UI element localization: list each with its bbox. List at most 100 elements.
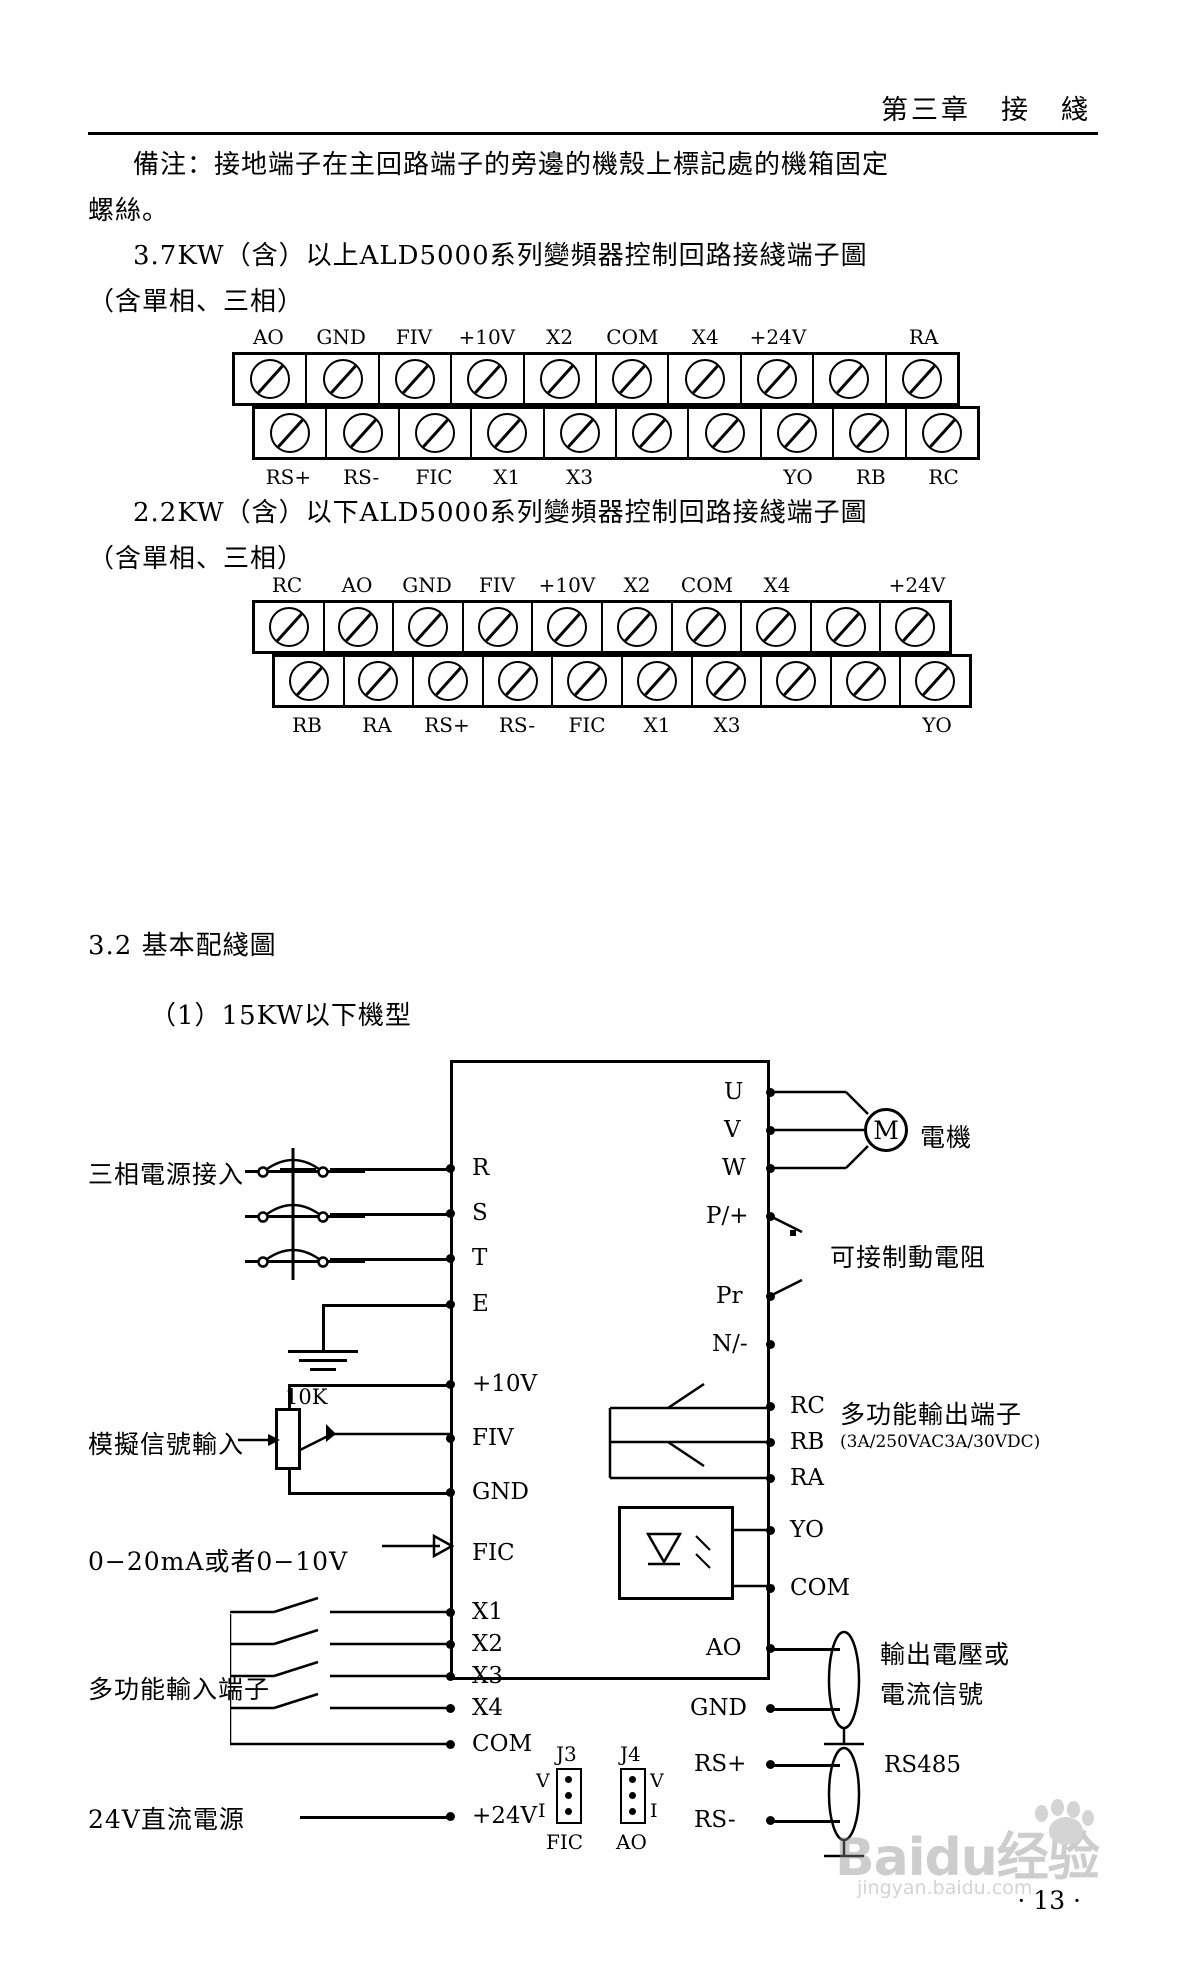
terminal-label-rsplus: RS+ [694, 1751, 747, 1777]
terminal-cell[interactable] [275, 657, 345, 705]
terminal-cell[interactable] [533, 603, 603, 651]
terminal-cell[interactable] [394, 603, 464, 651]
terminal-label: RA [362, 713, 392, 737]
breaker-symbol [257, 1148, 329, 1280]
screw-icon [497, 661, 538, 701]
screw-icon [775, 661, 816, 701]
terminal-cell[interactable] [689, 409, 762, 457]
screw-icon [704, 413, 745, 453]
terminal-label: X1 [493, 465, 521, 489]
terminal-label-com: COM [790, 1575, 851, 1601]
terminal-cell[interactable] [907, 409, 977, 457]
terminal-cell[interactable] [742, 355, 815, 403]
terminal-cell[interactable] [742, 603, 812, 651]
jumper-j4-top-label: V [650, 1770, 664, 1792]
wire-s [330, 1213, 450, 1216]
terminal-cell[interactable] [693, 657, 763, 705]
jumper-pin [565, 1808, 572, 1815]
terminal-cell[interactable] [887, 355, 957, 403]
screw-icon [684, 359, 725, 399]
terminal-label-fiv: FIV [472, 1425, 514, 1451]
heading-22kw-line-2: （含單相、三相） [88, 544, 305, 574]
terminal-cell[interactable] [597, 355, 670, 403]
terminal-cell[interactable] [832, 657, 902, 705]
terminal-cell[interactable] [484, 657, 554, 705]
terminal-dot-r [446, 1164, 455, 1173]
terminal-cell[interactable] [812, 603, 882, 651]
terminal-cell[interactable] [325, 603, 395, 651]
screw-icon [612, 359, 653, 399]
motor-symbol: M [864, 1108, 908, 1152]
terminal-cell[interactable] [345, 657, 415, 705]
label-analog-output: 輸出電壓或 [880, 1640, 1011, 1669]
terminal-cell[interactable] [762, 409, 835, 457]
screw-icon [407, 607, 448, 647]
jumper-pin [629, 1776, 636, 1783]
terminal-cell[interactable] [414, 657, 484, 705]
inverter-body [450, 1060, 770, 1680]
watermark: Baidu经验 jingyan.baidu.com [835, 1799, 1135, 1935]
wire-t [330, 1258, 450, 1261]
wiring-diagram: 三相電源接入 R S T E [0, 1040, 1191, 1858]
label-multi-input: 多功能輸入端子 [88, 1675, 271, 1704]
terminal-cell[interactable] [901, 657, 969, 705]
terminal-label-ao: AO [706, 1635, 742, 1661]
screw-icon [686, 607, 727, 647]
wire-24v [300, 1816, 450, 1819]
heading-37kw-line-2: （含單相、三相） [88, 287, 305, 317]
terminal-cell[interactable] [545, 409, 618, 457]
terminal-label: RB [292, 713, 322, 737]
screw-icon [559, 413, 600, 453]
terminal-label-com: COM [472, 1731, 533, 1757]
terminal-label-24v: +24V [472, 1803, 538, 1829]
terminal-cell[interactable] [617, 409, 690, 457]
terminal-dot-gnd [446, 1488, 455, 1497]
terminal-cell[interactable] [464, 603, 534, 651]
label-motor: 電機 [920, 1123, 973, 1152]
screw-icon [338, 607, 379, 647]
terminal-cell[interactable] [255, 409, 328, 457]
terminal-cell[interactable] [235, 355, 308, 403]
terminal-cell[interactable] [623, 657, 693, 705]
wire-rsminus [770, 1820, 840, 1823]
terminal-cell[interactable] [762, 657, 832, 705]
terminal-label-v: V [724, 1117, 741, 1143]
terminal-label: X4 [691, 325, 719, 349]
terminal-cell[interactable] [452, 355, 525, 403]
terminal-dot-10v [446, 1380, 455, 1389]
terminal-cell[interactable] [669, 355, 742, 403]
terminal-cell[interactable] [603, 603, 673, 651]
terminal-cell[interactable] [673, 603, 743, 651]
terminal-row-bottom [252, 406, 980, 460]
terminal-label-pplus: P/+ [706, 1203, 749, 1229]
watermark-subtext: jingyan.baidu.com [857, 1877, 1033, 1899]
terminal-label: GND [402, 573, 452, 597]
terminal-label: RS- [498, 713, 536, 737]
terminal-cell[interactable] [472, 409, 545, 457]
jumper-pin [565, 1776, 572, 1783]
source-line-t [245, 1260, 365, 1263]
terminal-label: YO [922, 713, 952, 737]
terminal-cell[interactable] [307, 355, 380, 403]
terminal-label-nminus: N/- [712, 1331, 748, 1357]
terminal-cell[interactable] [553, 657, 623, 705]
terminal-cell[interactable] [525, 355, 598, 403]
terminal-cell[interactable] [380, 355, 453, 403]
terminal-row-top [252, 600, 952, 654]
note-line-1: 備注：接地端子在主回路端子的旁邊的機殼上標記處的機箱固定 [133, 150, 890, 180]
ground-bar-1 [288, 1350, 358, 1353]
screw-icon [632, 413, 673, 453]
terminal-cell[interactable] [255, 603, 325, 651]
terminal-cell[interactable] [400, 409, 473, 457]
shield-symbol-rs485 [824, 1746, 864, 1858]
terminal-cell[interactable] [881, 603, 949, 651]
header-rule [88, 132, 1098, 135]
terminal-cell[interactable] [834, 409, 907, 457]
terminal-cell[interactable] [814, 355, 887, 403]
wire-10v [288, 1384, 450, 1387]
terminal-label-x1: X1 [472, 1599, 504, 1625]
terminal-cell[interactable] [327, 409, 400, 457]
terminal-label-x4: X4 [472, 1695, 504, 1721]
wire-r [330, 1168, 450, 1171]
